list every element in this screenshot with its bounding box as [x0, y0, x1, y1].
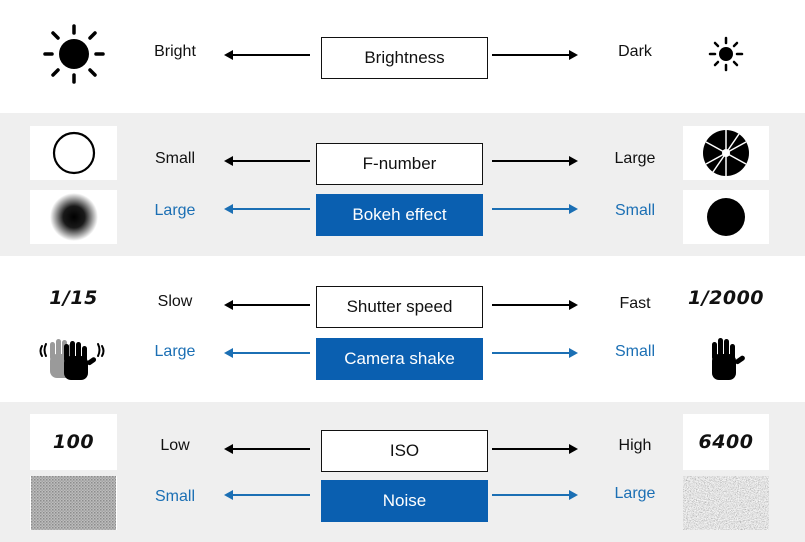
noise-box: Noise — [321, 480, 488, 522]
steady-hand-icon — [683, 332, 769, 386]
brightness-right-label: Dark — [618, 43, 652, 60]
noise-right-label: Large — [614, 485, 656, 502]
shutter-left-arrow — [224, 300, 310, 310]
iso-box: ISO — [321, 430, 488, 472]
noise-right-arrow — [492, 490, 578, 500]
bokeh-left-label: Large — [154, 202, 196, 219]
blurred-dot-icon — [30, 190, 117, 244]
shutter-right-arrow — [492, 300, 578, 310]
fnumber-box: F-number — [316, 143, 483, 185]
iso-right-label: High — [618, 437, 652, 454]
bokeh-left-arrow — [224, 204, 310, 214]
bokeh-box: Bokeh effect — [316, 194, 483, 236]
low-iso-value: 100 — [30, 414, 117, 470]
bokeh-right-arrow — [492, 204, 578, 214]
iso-left-arrow — [224, 444, 310, 454]
bright-sun-icon — [30, 18, 117, 90]
iso-right-arrow — [492, 444, 578, 454]
shaking-hand-icon — [30, 332, 117, 386]
brightness-left-label: Bright — [154, 43, 196, 60]
fnumber-right-arrow — [492, 156, 578, 166]
fnumber-left-arrow — [224, 156, 310, 166]
iso-left-label: Low — [160, 437, 190, 454]
shake-right-arrow — [492, 348, 578, 358]
brightness-box: Brightness — [321, 37, 488, 79]
noise-left-label: Small — [154, 488, 195, 505]
noise-left-arrow — [224, 490, 310, 500]
brightness-right-arrow — [492, 50, 578, 60]
low-noise-swatch — [30, 476, 117, 530]
fnumber-right-label: Large — [614, 150, 656, 167]
high-iso-value: 6400 — [683, 414, 769, 470]
shake-right-label: Small — [614, 343, 655, 360]
shutter-box: Shutter speed — [316, 286, 483, 328]
closed-aperture-icon — [683, 126, 769, 180]
shutter-left-label: Slow — [157, 293, 193, 310]
open-aperture-icon — [30, 126, 117, 180]
slow-shutter-value: 1/15 — [30, 270, 117, 326]
bokeh-right-label: Small — [614, 202, 655, 219]
high-noise-swatch — [683, 476, 769, 530]
fnumber-left-label: Small — [154, 150, 195, 167]
shake-left-label: Large — [154, 343, 196, 360]
shake-left-arrow — [224, 348, 310, 358]
sharp-dot-icon — [683, 190, 769, 244]
brightness-left-arrow — [224, 50, 310, 60]
fast-shutter-value: 1/2000 — [683, 270, 769, 326]
shutter-right-label: Fast — [619, 295, 651, 312]
shake-box: Camera shake — [316, 338, 483, 380]
dark-sun-icon — [683, 18, 769, 90]
